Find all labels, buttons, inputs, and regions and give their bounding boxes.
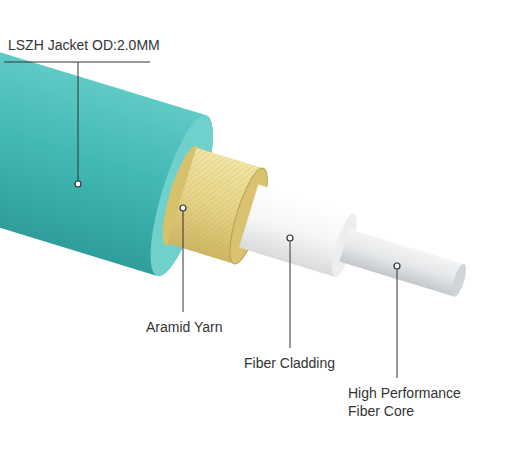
leader-dot xyxy=(75,181,81,187)
leader-line xyxy=(4,62,150,63)
fiber-core xyxy=(339,229,468,298)
part-label: LSZH Jacket OD:2.0MM xyxy=(8,36,208,54)
leader-dots xyxy=(75,181,400,269)
leader-line xyxy=(78,62,79,184)
core-end-face xyxy=(449,263,469,298)
fiber-cladding xyxy=(239,184,362,279)
leader-line xyxy=(290,238,291,348)
part-label: High Performance Fiber Core xyxy=(348,384,476,420)
part-label: Aramid Yarn xyxy=(146,318,266,336)
leader-dot xyxy=(287,235,293,241)
part-label: Fiber Cladding xyxy=(244,354,374,372)
leader-line xyxy=(183,208,184,312)
cable-body xyxy=(0,36,488,362)
leader-line xyxy=(397,266,398,378)
leader-lines xyxy=(4,62,397,378)
leader-dot xyxy=(394,263,400,269)
leader-dot xyxy=(180,205,186,211)
